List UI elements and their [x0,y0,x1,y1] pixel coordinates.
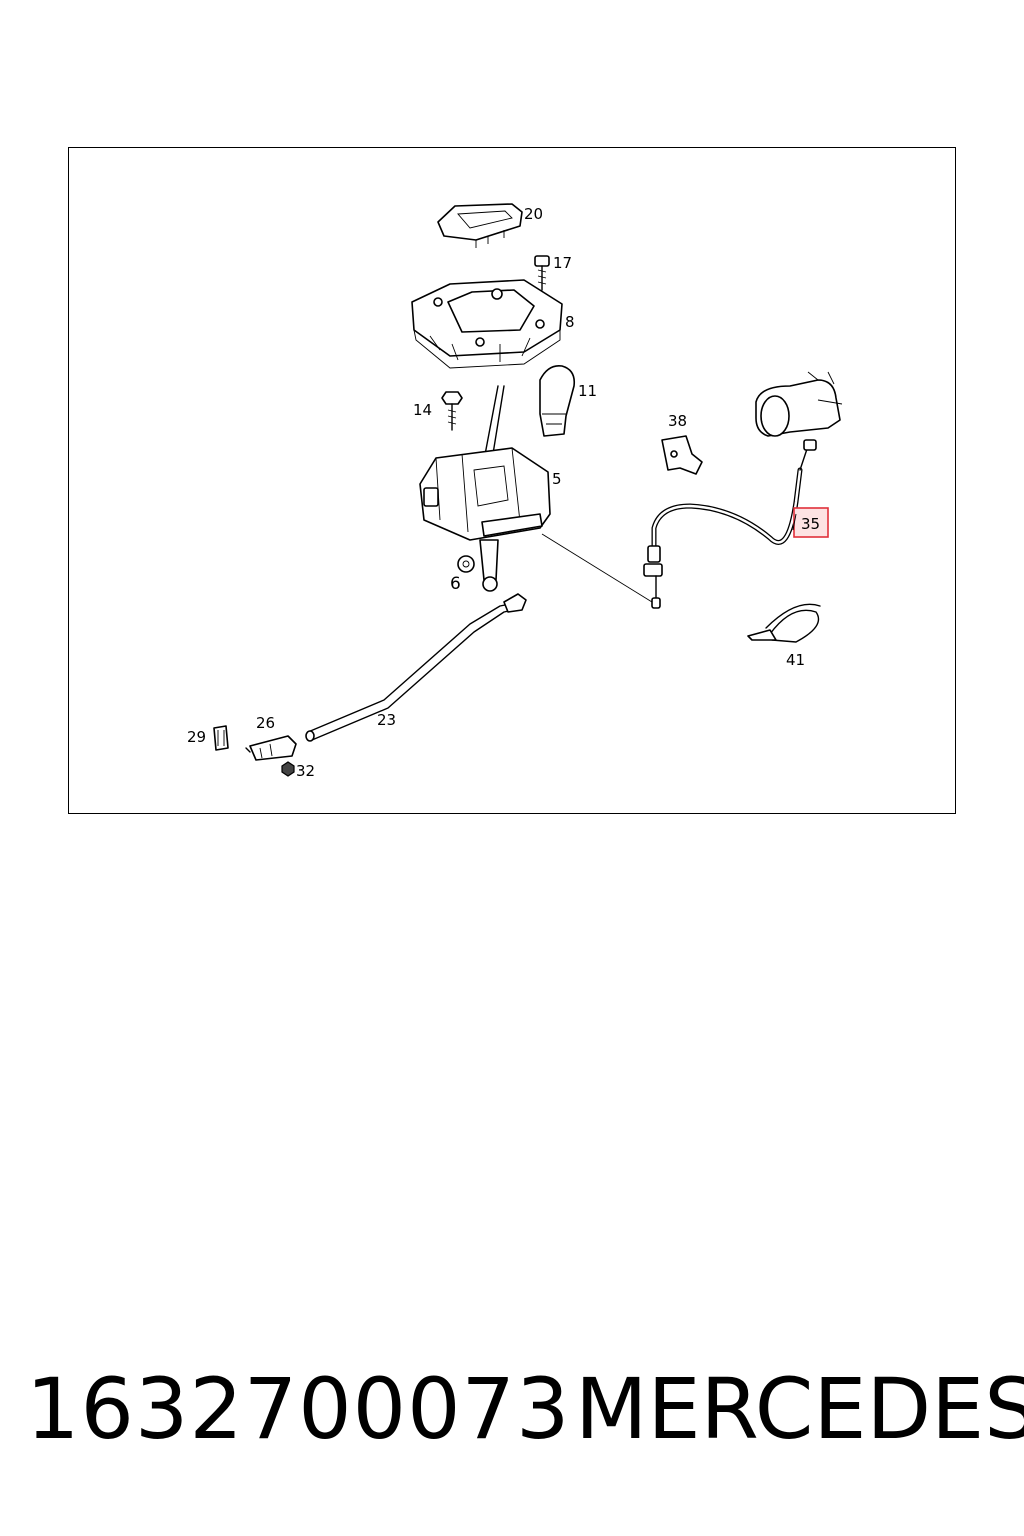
callout-6[interactable]: 6 [450,574,461,594]
diagram-frame [68,147,956,814]
part-5-shifter-assembly[interactable] [419,385,551,592]
part-17-screw[interactable] [534,255,550,291]
part-29-clip[interactable] [213,725,229,751]
callout-20[interactable]: 20 [524,205,543,223]
part-35-actuator[interactable] [755,371,843,437]
callout-14[interactable]: 14 [413,401,432,419]
part-35-shift-cable[interactable] [643,439,817,609]
part-26-rod-end[interactable] [245,735,297,761]
callout-38[interactable]: 38 [668,412,687,430]
callout-35-highlight[interactable]: 35 [792,507,829,538]
part-8-housing-frame[interactable] [411,279,563,369]
part-14-bolt[interactable] [441,391,463,431]
part-32-nut[interactable] [281,761,295,777]
part-11-shift-knob[interactable] [539,364,576,437]
callout-5[interactable]: 5 [552,470,562,488]
part-6-bushing[interactable] [457,555,475,573]
caption: 1632700073 MERCEDES [0,1360,1024,1480]
callout-11[interactable]: 11 [578,382,597,400]
callout-29[interactable]: 29 [187,728,206,746]
leader-line [541,533,653,603]
part-number: 1632700073 [26,1360,571,1458]
callout-23[interactable]: 23 [377,711,396,729]
part-41-cable-tie[interactable] [747,603,821,643]
brand-name: MERCEDES [575,1360,1024,1458]
part-20-gate-cover[interactable] [437,203,523,248]
callout-8[interactable]: 8 [565,313,575,331]
callout-17[interactable]: 17 [553,254,572,272]
callout-41[interactable]: 41 [786,651,805,669]
callout-35[interactable]: 35 [801,515,820,533]
part-23-shift-rod[interactable] [305,593,527,742]
callout-26[interactable]: 26 [256,714,275,732]
callout-32[interactable]: 32 [296,762,315,780]
part-38-bracket[interactable] [661,435,703,475]
